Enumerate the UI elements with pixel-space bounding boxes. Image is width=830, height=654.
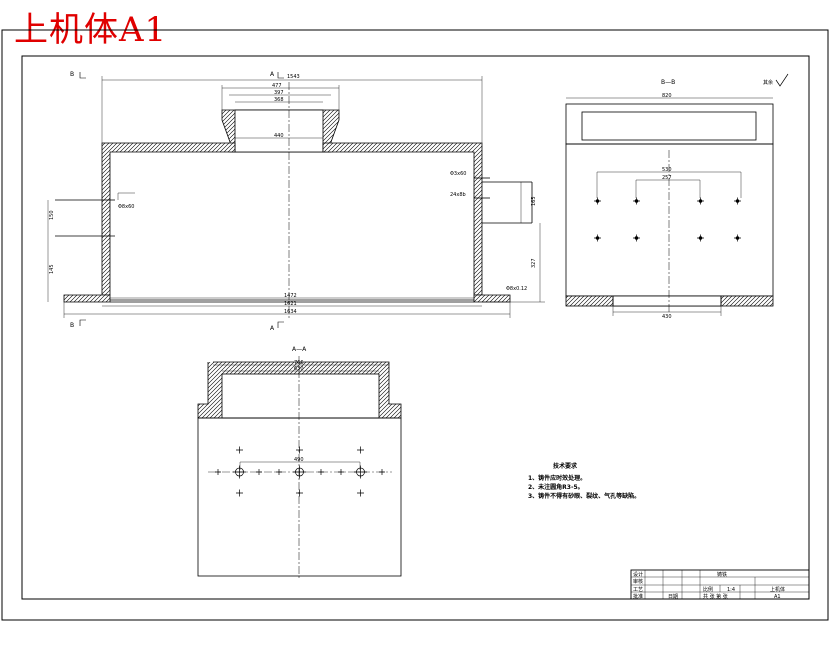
- tb-row-label-4: 批准: [633, 593, 643, 600]
- title-block: [630, 569, 810, 600]
- dim-overall-top: 1543: [287, 74, 300, 80]
- main-view-labels: B B A A 1543 477 397 368 440 1472 1621 1…: [49, 71, 537, 332]
- note-item-2: 2、未注圆角R3-5。: [528, 483, 584, 491]
- notes-heading: 技术要求: [553, 462, 578, 470]
- side-view-labels: B—B 其余 820 530 257 430: [661, 79, 773, 320]
- dim-side-overall: 820: [662, 93, 672, 99]
- callout-base: Φ8x0.12: [506, 286, 527, 292]
- drawing-frame: [21, 55, 810, 600]
- tb-date: 日期: [668, 594, 678, 600]
- dim-bottom-outer: 766: [294, 360, 304, 366]
- bottom-view-labels: A—A 766 630 490: [292, 346, 307, 463]
- note-item-1: 1、铸件应时效处理。: [528, 474, 586, 482]
- tb-scale-label: 比例: [703, 586, 713, 593]
- dim-bottom-holes: 490: [294, 457, 304, 463]
- body-top-left-wall: [101, 142, 236, 296]
- dim-boss-mid: 397: [274, 90, 284, 96]
- dim-side-bottom: 430: [662, 314, 672, 320]
- tb-row-label-1: 设计: [633, 571, 643, 578]
- tb-part-name: 上机体: [770, 586, 785, 593]
- side-view-holes: [594, 197, 741, 242]
- tb-scale: 1:4: [727, 587, 735, 593]
- dim-inner-width: 1472: [284, 293, 297, 299]
- section-b-top: B: [70, 71, 74, 78]
- dim-boss-base: 440: [274, 133, 284, 139]
- dim-left-lower-h: 145: [49, 264, 55, 274]
- dim-side-holes-outer: 530: [662, 167, 672, 173]
- dim-side-holes-inner: 257: [662, 175, 672, 181]
- side-view-label: B—B: [661, 79, 675, 86]
- note-item-3: 3、铸件不得有砂眼、裂纹、气孔等缺陷。: [528, 492, 640, 500]
- section-a-bottom: A: [270, 325, 275, 332]
- bottom-view-holes: [215, 446, 385, 497]
- roughness-symbol: [775, 73, 789, 87]
- left-flange: [63, 294, 111, 303]
- right-flange: [473, 294, 511, 303]
- boss-cavity: [234, 109, 324, 153]
- section-a-top: A: [270, 71, 275, 78]
- body-top-right-wall: [322, 142, 483, 296]
- title-block-text: 设计 审核 工艺 批准 铸铁 比例 1:4 共 张 第 张 上机体 A1 日期: [633, 571, 785, 600]
- bottom-view-label: A—A: [292, 346, 307, 353]
- bottom-view: [197, 356, 402, 580]
- tb-sheet-code: A1: [774, 594, 781, 600]
- tb-sheet: 共 张 第 张: [703, 593, 728, 600]
- tb-row-label-3: 工艺: [633, 587, 643, 593]
- dim-boss-inner: 368: [274, 97, 284, 103]
- dim-left-upper-h: 150: [49, 210, 55, 220]
- technical-notes: 技术要求 1、铸件应时效处理。 2、未注圆角R3-5。 3、铸件不得有砂眼、裂纹…: [528, 462, 640, 500]
- callout-right-2: 24x8b: [450, 192, 466, 198]
- tb-material: 铸铁: [717, 571, 727, 578]
- main-view: [47, 72, 545, 328]
- roughness-label: 其余: [763, 79, 773, 86]
- section-b-bottom: B: [70, 322, 74, 329]
- bottom-body: [197, 417, 402, 577]
- sheet-border: [1, 29, 829, 621]
- dim-right-h2: 327: [531, 258, 537, 268]
- dim-base-width: 1634: [284, 309, 297, 315]
- dim-outer-width: 1621: [284, 301, 297, 307]
- callout-right-1: Φ3x60: [450, 171, 466, 177]
- dim-right-h1: 165: [531, 196, 537, 206]
- callout-left: Φ8x60: [118, 204, 134, 210]
- dim-bottom-inner: 630: [294, 366, 304, 372]
- side-view: [565, 73, 789, 316]
- tb-row-label-2: 审核: [633, 578, 643, 585]
- dim-boss-outer: 477: [272, 83, 282, 89]
